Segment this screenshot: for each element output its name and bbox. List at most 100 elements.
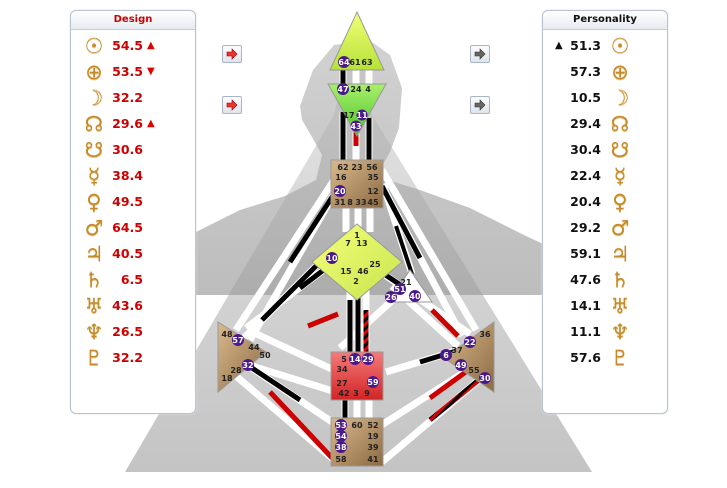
gate-badge	[335, 441, 347, 453]
design-row-sun[interactable]: ☉54.5▲	[71, 33, 195, 59]
personality-row-earth[interactable]: 57.3⊕	[543, 59, 667, 85]
design-row-moon[interactable]: ☽32.2	[71, 85, 195, 111]
gate-label: 9	[364, 389, 370, 398]
personality-gate-value: 30.4	[570, 142, 601, 157]
gate-label: 54	[335, 432, 347, 441]
gate-label: 31	[334, 198, 346, 207]
personality-forward-button[interactable]	[470, 45, 490, 63]
gate-label: 64	[338, 58, 350, 67]
gate-label: 27	[336, 379, 347, 388]
design-gate-value: 64.5	[112, 220, 143, 235]
gate-label: 19	[367, 432, 379, 441]
gate-label: 4	[365, 85, 371, 94]
gate-label: 44	[248, 343, 260, 352]
gate-badge	[356, 109, 368, 121]
gate-label: 35	[367, 173, 379, 182]
personality-row-south-node[interactable]: 30.4 ☋	[543, 137, 667, 163]
gate-label: 41	[367, 455, 379, 464]
pluto-icon: ♇	[84, 346, 104, 370]
jupiter-icon: ♃	[84, 242, 104, 266]
gate-label: 29	[362, 355, 374, 364]
design-row-earth[interactable]: ⊕53.5▼	[71, 59, 195, 85]
personality-row-moon[interactable]: 10.5☽	[543, 85, 667, 111]
design-row-mars[interactable]: ♂64.5	[71, 215, 195, 241]
gate-label: 6	[443, 351, 449, 360]
design-back-button[interactable]	[222, 96, 242, 114]
down-arrow-icon: ▼	[147, 66, 155, 77]
head-center	[329, 10, 385, 71]
saturn-icon: ♄	[84, 268, 104, 292]
personality-gate-value: 11.1	[570, 324, 601, 339]
gate-label: 38	[335, 443, 347, 452]
up-arrow-icon: ▲	[147, 118, 155, 129]
gate-badge	[326, 252, 338, 264]
personality-gate-value: 20.4	[570, 194, 601, 209]
gate-label: 43	[350, 122, 361, 131]
venus-icon: ♀	[86, 190, 102, 214]
gate-label: 5	[341, 355, 347, 364]
design-panel: Design ☉54.5▲ ⊕53.5▼ ☽32.2 ☊29.6▲ ☋30.6 …	[70, 10, 196, 414]
design-gate-value: 40.5	[112, 246, 143, 261]
gate-label: 23	[351, 163, 362, 172]
gate-label: 26	[385, 293, 397, 302]
gate-label: 14	[349, 355, 361, 364]
gate-label: 36	[479, 330, 491, 339]
gate-badge	[350, 120, 362, 132]
gate-badge	[455, 359, 467, 371]
gate-badge	[409, 290, 421, 302]
gate-badge	[394, 283, 406, 295]
gate-label: 7	[345, 239, 351, 248]
personality-gate-value: 57.6	[570, 350, 601, 365]
personality-row-venus[interactable]: 20.4♀	[543, 189, 667, 215]
personality-row-mars[interactable]: 29.2♂	[543, 215, 667, 241]
sun-icon: ☉	[610, 34, 630, 58]
gate-label: 51	[394, 285, 406, 294]
gate-label: 30	[479, 374, 491, 383]
moon-icon: ☽	[84, 86, 104, 110]
gate-label: 45	[367, 198, 379, 207]
design-gate-value: 29.6	[112, 116, 143, 131]
personality-row-neptune[interactable]: 11.1♆	[543, 319, 667, 345]
design-row-saturn[interactable]: ♄6.5	[71, 267, 195, 293]
personality-gate-value: 47.6	[570, 272, 601, 287]
personality-row-uranus[interactable]: 14.1♅	[543, 293, 667, 319]
gate-badge	[349, 353, 361, 365]
design-panel-title: Design	[71, 11, 195, 30]
personality-row-mercury[interactable]: 22.4☿	[543, 163, 667, 189]
south-node-icon: ☋	[610, 138, 630, 162]
design-row-south-node[interactable]: ☋30.6	[71, 137, 195, 163]
personality-row-sun[interactable]: ▲51.3☉	[543, 33, 667, 59]
design-row-uranus[interactable]: ♅ 43.6	[71, 293, 195, 319]
design-gate-value: 54.5	[112, 38, 143, 53]
design-gate-value: 38.4	[112, 168, 143, 183]
design-forward-button[interactable]	[222, 45, 242, 63]
design-row-jupiter[interactable]: ♃ 40.5	[71, 241, 195, 267]
gate-label: 12	[367, 187, 378, 196]
design-row-venus[interactable]: ♀49.5	[71, 189, 195, 215]
design-row-mercury[interactable]: ☿38.4	[71, 163, 195, 189]
personality-row-jupiter[interactable]: 59.1♃	[543, 241, 667, 267]
gate-label: 11	[356, 111, 368, 120]
gate-label: 8	[347, 198, 353, 207]
gate-label: 47	[337, 85, 348, 94]
design-row-pluto[interactable]: ♇32.2	[71, 345, 195, 371]
design-row-neptune[interactable]: ♆26.5	[71, 319, 195, 345]
design-gate-value: 43.6	[112, 298, 143, 313]
gate-label: 56	[366, 163, 378, 172]
gate-label: 62	[337, 163, 348, 172]
gate-label: 48	[221, 330, 233, 339]
gate-label: 37	[451, 346, 462, 355]
personality-row-north-node[interactable]: 29.4☊	[543, 111, 667, 137]
uranus-icon: ♅	[84, 294, 104, 318]
personality-row-saturn[interactable]: 47.6♄	[543, 267, 667, 293]
personality-gate-value: 57.3	[570, 64, 601, 79]
personality-row-pluto[interactable]: 57.6♇	[543, 345, 667, 371]
gate-badge	[337, 83, 349, 95]
gate-label: 13	[356, 239, 367, 248]
ajna-center	[327, 83, 387, 138]
design-row-north-node[interactable]: ☊29.6▲	[71, 111, 195, 137]
gate-label: 20	[334, 187, 346, 196]
gate-label: 63	[361, 58, 372, 67]
personality-back-button[interactable]	[470, 96, 490, 114]
